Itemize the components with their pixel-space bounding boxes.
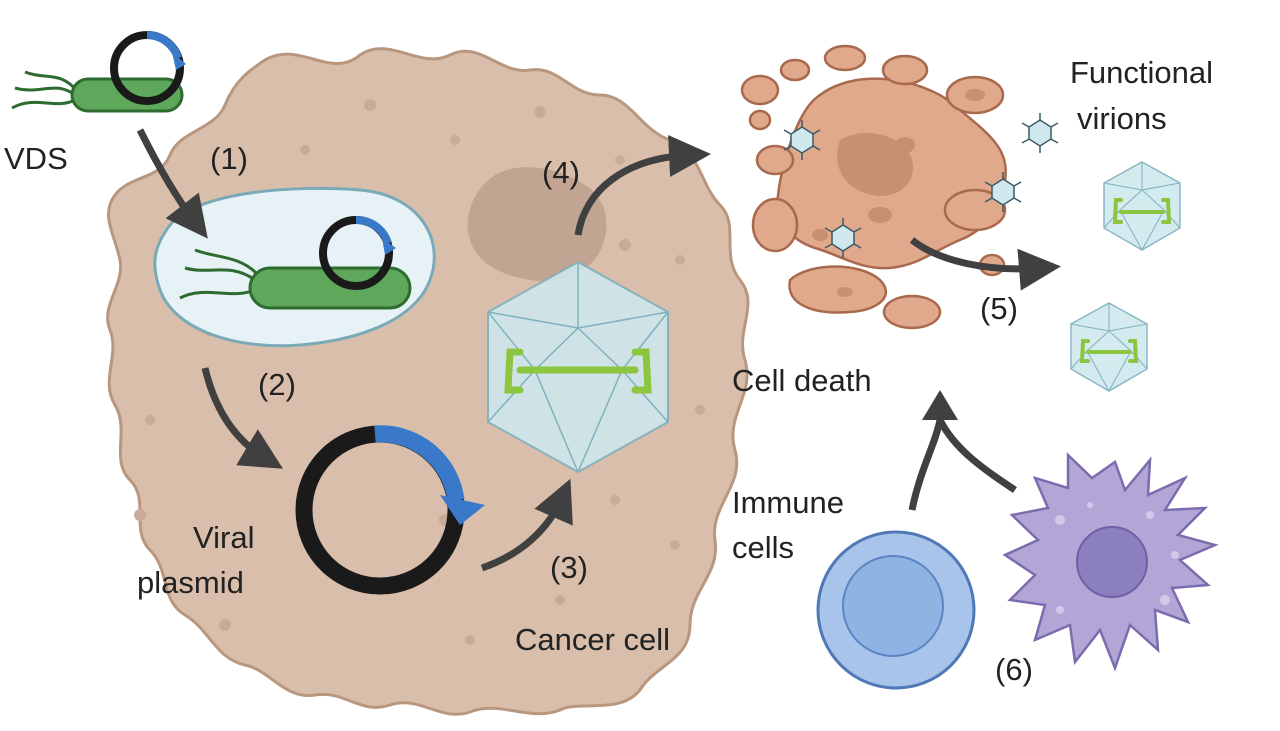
capsid-bottom-right [1070, 302, 1148, 393]
label-vds: VDS [4, 141, 68, 176]
vds-bacterium [11, 31, 186, 113]
label-step3: (3) [550, 550, 588, 585]
capsid-top-right [1103, 161, 1181, 252]
dendritic-cell [1002, 452, 1219, 672]
label-cells: cells [732, 530, 795, 565]
label-step2: (2) [258, 367, 296, 402]
small-virions [783, 113, 1059, 258]
vds-plasmid-gene [146, 31, 182, 60]
label-virions: virions [1077, 101, 1167, 136]
arrow-step5 [909, 237, 1061, 291]
label-cancer-cell: Cancer cell [515, 622, 671, 657]
arrow-step3 [480, 478, 573, 572]
t-cell [816, 530, 976, 690]
arrow-step6-right [936, 418, 1017, 493]
label-functional: Functional [1070, 55, 1214, 90]
arrow-step4 [574, 135, 711, 236]
label-immune: Immune [732, 485, 844, 520]
label-cell-death: Cell death [732, 363, 872, 398]
nucleus [467, 167, 607, 282]
debris-inner [812, 89, 985, 297]
large-capsid [487, 260, 669, 474]
arrow-step6-left [908, 419, 944, 511]
arrow-step2 [201, 367, 284, 469]
label-step6: (6) [995, 652, 1033, 687]
label-step1: (1) [210, 141, 248, 176]
arrow-step1 [136, 128, 208, 239]
viral-genome [504, 348, 652, 394]
label-step5: (5) [980, 291, 1018, 326]
label-viral: Viral [193, 520, 255, 555]
arrow-step6-head [922, 390, 958, 420]
label-plasmid: plasmid [137, 565, 244, 600]
viral-plasmid [295, 425, 485, 595]
vacuole [153, 186, 436, 348]
label-step4: (4) [542, 155, 580, 190]
